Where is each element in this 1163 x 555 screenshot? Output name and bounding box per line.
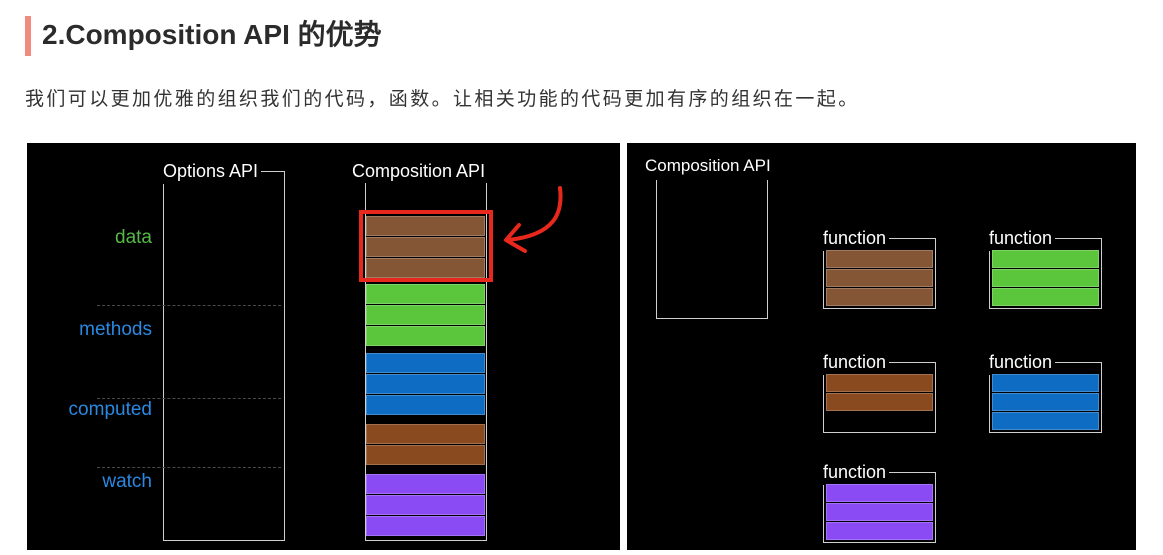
function-label: function — [989, 228, 1056, 251]
function-box: function — [823, 462, 936, 543]
code-block — [826, 269, 933, 287]
code-block — [366, 424, 485, 444]
section-divider — [97, 398, 281, 399]
block-group-data — [366, 216, 485, 279]
function-label: function — [823, 228, 890, 251]
code-block — [366, 326, 485, 346]
function-blocks — [826, 484, 933, 541]
code-block — [826, 503, 933, 521]
code-block — [992, 269, 1099, 287]
section-label-methods: methods — [79, 319, 152, 340]
function-blocks — [826, 374, 933, 412]
code-block — [366, 305, 485, 325]
annotation-arrowhead — [504, 223, 527, 253]
code-block — [992, 412, 1099, 430]
code-block — [366, 216, 485, 236]
code-block — [992, 250, 1099, 268]
block-group-watch — [366, 474, 485, 537]
composition-api-title: Composition API — [645, 156, 771, 175]
code-block — [992, 393, 1099, 411]
code-block — [992, 288, 1099, 306]
options-vs-composition-diagram: Options API Composition API data methods… — [27, 143, 620, 550]
function-blocks — [826, 250, 933, 307]
intro-paragraph: 我们可以更加优雅的组织我们的代码，函数。让相关功能的代码更加有序的组织在一起。 — [25, 89, 860, 110]
code-block — [366, 516, 485, 536]
code-block — [366, 474, 485, 494]
block-group-methods — [366, 284, 485, 347]
code-block — [366, 495, 485, 515]
composition-api-column — [365, 183, 487, 541]
section-label-computed: computed — [68, 399, 152, 420]
code-block — [826, 484, 933, 502]
code-block — [366, 374, 485, 394]
composition-api-container — [656, 180, 768, 319]
heading-accent-bar — [25, 16, 31, 56]
function-blocks — [992, 250, 1099, 307]
function-box: function — [823, 352, 936, 433]
composition-api-label: Composition API — [352, 161, 486, 181]
block-group-computed — [366, 353, 485, 416]
function-label: function — [989, 352, 1056, 375]
function-box: function — [823, 228, 936, 309]
annotation-arrow — [506, 186, 563, 242]
options-api-label: Options API — [163, 161, 262, 184]
options-api-column: Options API — [163, 161, 285, 541]
composition-functions-diagram: Composition API function function functi… — [627, 143, 1136, 550]
function-label: function — [823, 352, 890, 375]
section-heading: 2.Composition API 的优势 — [42, 19, 382, 50]
code-block — [366, 284, 485, 304]
section-divider — [97, 467, 281, 468]
code-block — [366, 395, 485, 415]
code-block — [826, 393, 933, 411]
function-label: function — [823, 462, 890, 485]
code-block — [826, 374, 933, 392]
code-block — [826, 250, 933, 268]
code-block — [826, 288, 933, 306]
section-label-data: data — [115, 227, 152, 248]
code-block — [366, 353, 485, 373]
code-block — [366, 258, 485, 278]
block-group-mixed — [366, 424, 485, 466]
code-block — [366, 445, 485, 465]
function-box: function — [989, 228, 1102, 309]
function-box: function — [989, 352, 1102, 433]
section-label-watch: watch — [102, 471, 152, 492]
code-block — [826, 522, 933, 540]
section-divider — [97, 305, 281, 306]
function-blocks — [992, 374, 1099, 431]
code-block — [366, 237, 485, 257]
code-block — [992, 374, 1099, 392]
